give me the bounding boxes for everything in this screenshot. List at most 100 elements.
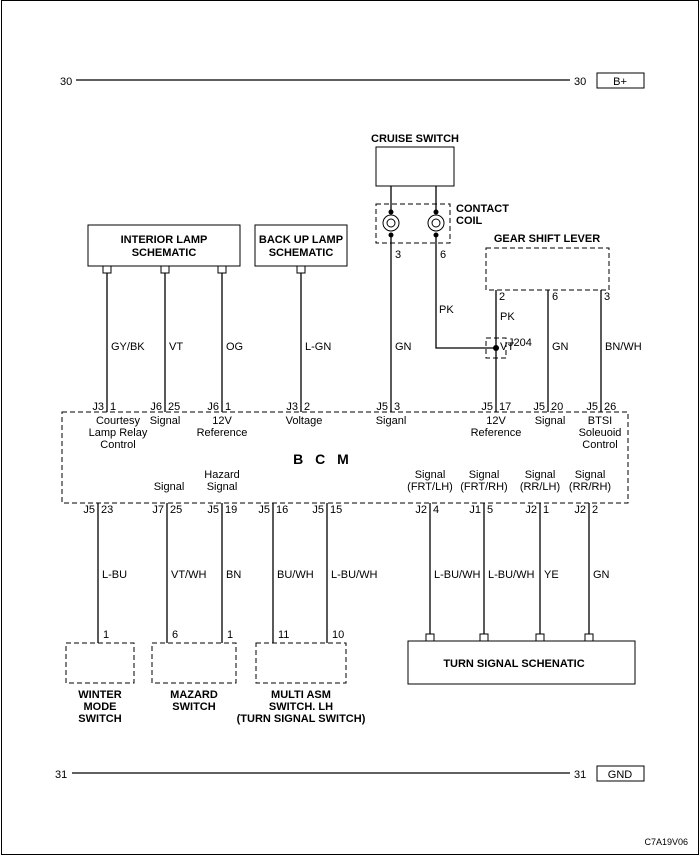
bcm-top-function-label: Soleuoid xyxy=(579,427,622,439)
winter-mode-label-2: MODE xyxy=(84,701,117,713)
bcm-top-function-label: Control xyxy=(582,439,617,451)
bcm-label: B C M xyxy=(293,451,353,467)
bcm-bottom-wire-color: L-BU/WH xyxy=(434,569,481,581)
contact-coil: CONTACT COIL 3 6 PK xyxy=(375,186,509,316)
mazard-switch-label-2: SWITCH xyxy=(172,701,215,713)
gnd-number-right: 31 xyxy=(574,769,586,781)
bottom-wires xyxy=(97,503,590,643)
back-up-lamp-schematic: BACK UP LAMP SCHEMATIC xyxy=(254,224,348,274)
bcm-top-pin: 2 xyxy=(304,401,310,413)
interior-lamp-label-1: INTERIOR LAMP xyxy=(121,234,208,246)
top-wires: J204 xyxy=(106,235,602,412)
bcm-bottom-pin: 1 xyxy=(543,504,549,516)
bcm-top-connector: J5 xyxy=(586,401,598,413)
gnd-box xyxy=(596,765,645,782)
multi-asm-label-1: MULTI ASM xyxy=(271,689,331,701)
gnd-label: GND xyxy=(608,769,633,781)
contact-coil-box xyxy=(375,203,451,244)
bcm-bottom-pin: 2 xyxy=(592,504,598,516)
bcm-bottom-connector: J2 xyxy=(415,504,427,516)
bcm-bottom-connector: J5 xyxy=(312,504,324,516)
bcm-top-function-label: 12V xyxy=(486,415,506,427)
bcm-bottom-function-label: Signal xyxy=(575,469,606,481)
bcm-top-function-label: Courtesy xyxy=(96,415,141,427)
figure-code: C7A19V06 xyxy=(644,837,688,847)
bcm-top-connector: J6 xyxy=(207,401,219,413)
bcm-module: B C M xyxy=(61,411,629,504)
bcm-top-wire-color: GN xyxy=(395,341,412,353)
splice-dot xyxy=(493,345,499,351)
bcm-top-wire-color: VT xyxy=(500,341,514,353)
bcm-bottom-function-label: (RR/LH) xyxy=(520,481,560,493)
bcm-box xyxy=(61,411,629,504)
bcm-bottom-function-label: (FRT/RH) xyxy=(460,481,507,493)
bcm-bottom-function-label: Signal xyxy=(207,481,238,493)
bcm-top-function-label: Lamp Relay xyxy=(89,427,148,439)
lever-wire-pk: PK xyxy=(500,311,515,323)
bcm-top-wire-color: VT xyxy=(169,341,183,353)
coil-wire-pk: PK xyxy=(439,304,454,316)
switch-pin: 11 xyxy=(278,629,289,641)
bcm-top-pin: 1 xyxy=(110,401,116,413)
bcm-top-pin: 17 xyxy=(499,401,511,413)
bcm-top-connector: J3 xyxy=(286,401,298,413)
contact-coil-label-1: CONTACT xyxy=(456,203,509,215)
bcm-top-function-label: Siganl xyxy=(376,415,407,427)
bcm-top-wire-color: BN/WH xyxy=(605,341,642,353)
interior-lamp-schematic: INTERIOR LAMP SCHEMATIC xyxy=(87,224,241,274)
turn-signal-schematic: TURN SIGNAL SCHENATIC xyxy=(407,633,636,685)
bcm-bottom-pin: 23 xyxy=(101,504,113,516)
switch-pin: 1 xyxy=(103,629,109,641)
back-up-lamp-label-1: BACK UP LAMP xyxy=(259,234,343,246)
bcm-top-wire-color: GY/BK xyxy=(111,341,145,353)
winter-mode-label-3: SWITCH xyxy=(78,713,121,725)
bcm-bottom-pin: 5 xyxy=(487,504,493,516)
interior-lamp-label-2: SCHEMATIC xyxy=(132,247,197,259)
bcm-bottom-pin: 15 xyxy=(330,504,342,516)
bcm-top-pin: 1 xyxy=(225,401,231,413)
bcm-bottom-wire-color: L-BU/WH xyxy=(331,569,378,581)
bcm-top-connector: J3 xyxy=(92,401,104,413)
bcm-bottom-pin: 4 xyxy=(433,504,439,516)
bcm-top-connector: J6 xyxy=(150,401,162,413)
turn-signal-schematic-box xyxy=(407,640,636,685)
bcm-top-connector: J5 xyxy=(533,401,545,413)
b-plus-rail: 30 30 B+ xyxy=(60,72,645,89)
bcm-top-pin: 20 xyxy=(551,401,563,413)
b-plus-box xyxy=(596,72,645,89)
bcm-bottom-pin: 19 xyxy=(225,504,237,516)
multi-asm-label-3: (TURN SIGNAL SWITCH) xyxy=(237,713,366,725)
bcm-top-function-label: BTSI xyxy=(588,415,612,427)
switch-pin: 6 xyxy=(172,629,178,641)
splice-label: J204 xyxy=(508,337,532,349)
bcm-top-function-label: 12V xyxy=(212,415,232,427)
cruise-switch: CRUISE SWITCH xyxy=(371,133,459,187)
b-plus-label: B+ xyxy=(613,76,627,88)
bcm-top-function-label: Voltage xyxy=(286,415,323,427)
multi-asm-switch-box xyxy=(255,642,347,684)
winter-mode-switch: WINTER MODE SWITCH xyxy=(65,642,135,725)
bcm-bottom-connector: J5 xyxy=(258,504,270,516)
bcm-bottom-connector: J5 xyxy=(207,504,219,516)
rail-number-left: 30 xyxy=(60,76,72,88)
interior-lamp-box xyxy=(87,224,241,267)
mazard-switch-box xyxy=(151,642,237,684)
bcm-bottom-wire-color: L-BU xyxy=(102,569,127,581)
bcm-bottom-wire-color: BU/WH xyxy=(277,569,314,581)
bcm-bottom-function-label: Signal xyxy=(154,481,185,493)
bcm-top-wire-color: GN xyxy=(552,341,569,353)
bcm-bottom-wire-color: L-BU/WH xyxy=(488,569,535,581)
bcm-bottom-wire-color: GN xyxy=(593,569,610,581)
switch-pin: 10 xyxy=(332,629,344,641)
bcm-top-connector: J5 xyxy=(376,401,388,413)
bcm-top-wire-color: L-GN xyxy=(305,341,331,353)
contact-coil-label-2: COIL xyxy=(456,215,483,227)
lever-pin-3: 3 xyxy=(604,291,610,303)
back-up-lamp-box xyxy=(254,224,348,267)
bcm-bottom-pin: 25 xyxy=(170,504,182,516)
coil-pin-3: 3 xyxy=(395,249,401,261)
switch-pin: 1 xyxy=(227,629,233,641)
bcm-bottom-connector: J1 xyxy=(469,504,481,516)
splice-box xyxy=(485,337,507,359)
